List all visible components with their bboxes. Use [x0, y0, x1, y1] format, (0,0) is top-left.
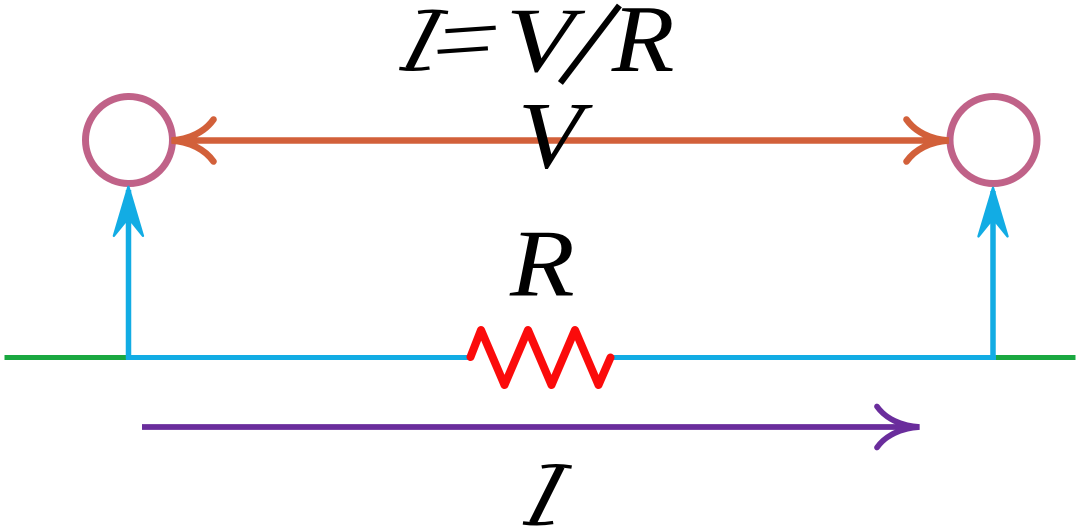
- svg-text:V: V: [506, 0, 586, 92]
- svg-text:V: V: [518, 82, 594, 188]
- svg-text:R: R: [611, 0, 675, 92]
- svg-text:R: R: [509, 211, 575, 317]
